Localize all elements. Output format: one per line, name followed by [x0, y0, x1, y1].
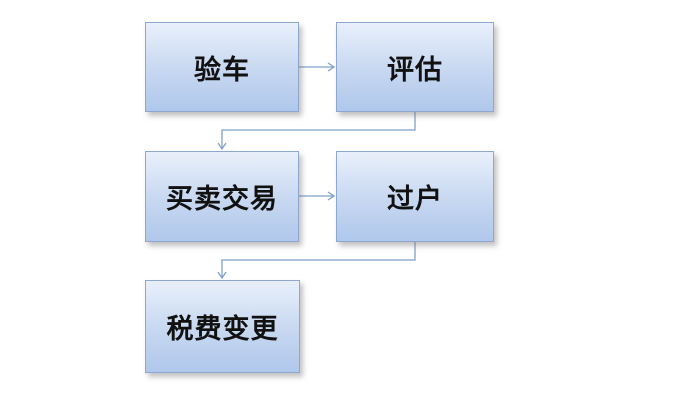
step-ownership-transfer: 过户 — [336, 151, 494, 242]
arrow-head-step-3 — [217, 142, 227, 151]
arrow-head-step-2 — [327, 62, 336, 72]
arrow-head-step-4 — [327, 191, 336, 201]
step-appraisal-label: 评估 — [387, 54, 443, 86]
step-trade-transaction-label: 买卖交易 — [166, 184, 278, 215]
arrow-head-step-5 — [217, 271, 227, 280]
step-inspect-vehicle-label: 验车 — [194, 54, 250, 86]
step-tax-fee-change-label: 税费变更 — [166, 314, 279, 345]
connector-step-4-to-step-5 — [221, 242, 416, 278]
step-tax-fee-change: 税费变更 — [145, 280, 300, 373]
step-inspect-vehicle: 验车 — [145, 22, 299, 112]
step-ownership-transfer-label: 过户 — [387, 184, 443, 215]
step-trade-transaction: 买卖交易 — [145, 151, 299, 242]
connector-step-2-to-step-3 — [221, 112, 416, 149]
step-appraisal: 评估 — [336, 22, 494, 112]
